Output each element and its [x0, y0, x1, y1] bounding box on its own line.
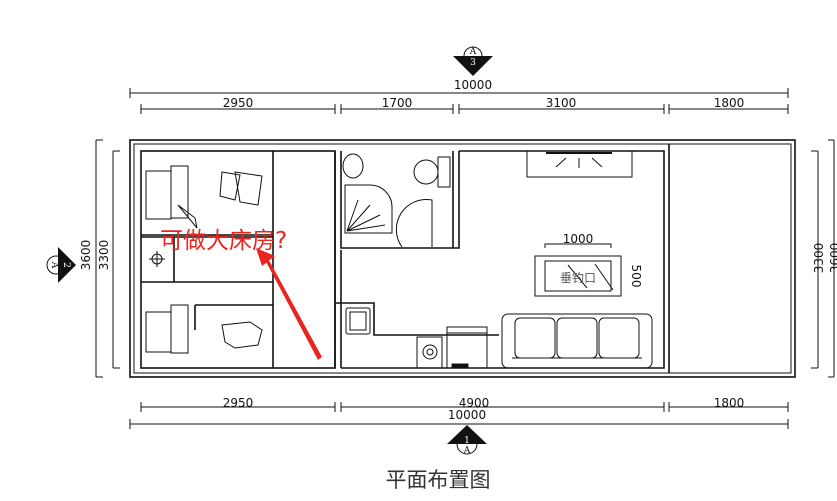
- right-outer-dimension: 3600: [828, 243, 837, 274]
- svg-text:A: A: [469, 47, 477, 57]
- sink-icon: [345, 307, 371, 335]
- annotation-text: 可做大床房?: [160, 228, 287, 254]
- top-dimension-1: 2950: [223, 96, 254, 110]
- section-mark-left: A 2: [46, 247, 76, 283]
- plan-title: 平面布置图: [386, 468, 491, 492]
- svg-text:3: 3: [470, 58, 476, 68]
- bottom-dimension-1: 2950: [223, 396, 254, 410]
- tv-cabinet-icon: [526, 150, 633, 178]
- outer-walls: [129, 139, 796, 378]
- top-total-dimension: 10000: [454, 78, 492, 92]
- svg-text:1: 1: [464, 436, 470, 446]
- red-arrow: [256, 248, 322, 360]
- fridge-icon: [446, 326, 488, 369]
- stove-icon: [416, 336, 443, 369]
- top-dimension-2: 1700: [382, 96, 413, 110]
- kitchen-counter: [335, 302, 499, 336]
- top-dimension-lines: [129, 88, 789, 114]
- left-inner-dimension: 3300: [97, 240, 111, 271]
- coffee-table-icon: [534, 243, 622, 297]
- bathroom: [334, 151, 460, 368]
- bottom-dimension-2: 4900: [459, 396, 490, 410]
- sofa-icon: [501, 313, 653, 369]
- section-mark-bottom: 1 A: [447, 425, 487, 456]
- right-dimension-lines: [811, 139, 835, 378]
- section-mark-top: A 3: [453, 46, 493, 76]
- shower-icon: [344, 184, 433, 248]
- table-width-dimension: 1000: [563, 232, 594, 246]
- svg-text:A: A: [463, 446, 471, 456]
- bottom-dimension-lines: [129, 402, 789, 429]
- red-arrow-head: [256, 248, 275, 266]
- top-dimension-4: 1800: [714, 96, 745, 110]
- svg-text:A: A: [49, 261, 59, 269]
- bottom-total-dimension: 10000: [448, 408, 486, 422]
- right-inner-dimension: 3300: [812, 243, 826, 274]
- toilet-icon: [342, 153, 451, 188]
- table-label: 垂钓口: [560, 271, 596, 285]
- left-outer-dimension: 3600: [79, 240, 93, 271]
- top-dimension-3: 3100: [546, 96, 577, 110]
- living-room: [341, 144, 670, 373]
- table-depth-dimension: 500: [629, 265, 643, 288]
- bed-icon: [145, 304, 263, 354]
- bed-icon: [145, 165, 263, 229]
- svg-text:2: 2: [61, 262, 71, 268]
- bottom-dimension-3: 1800: [714, 396, 745, 410]
- closet-icon: [149, 251, 165, 267]
- left-dimension-lines: [95, 139, 120, 378]
